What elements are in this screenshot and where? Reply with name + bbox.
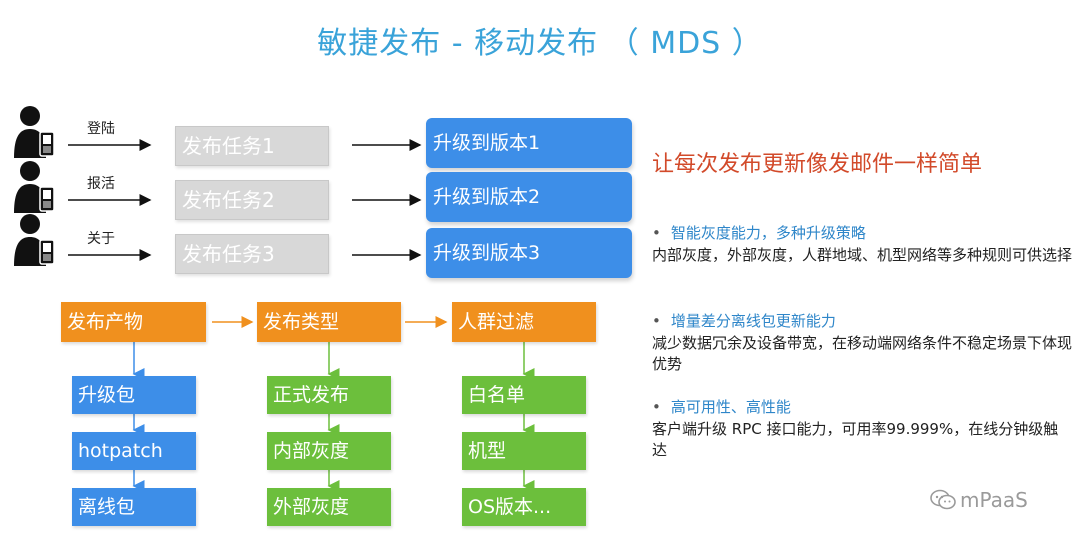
flow-header-type: 发布类型 (257, 302, 401, 342)
watermark: mPaaS (930, 488, 1028, 512)
action-label-heartbeat: 报活 (87, 176, 115, 192)
feature-desc: 客户端升级 RPC 接口能力，可用率99.999%，在线分钟级触达 (652, 420, 1059, 459)
flow-item-external-gray: 外部灰度 (267, 488, 391, 526)
upgrade-version-3: 升级到版本3 (426, 228, 632, 278)
flow-item-os-version: OS版本... (462, 488, 586, 526)
feature-desc: 减少数据冗余及设备带宽，在移动端网络条件不稳定场景下体现优势 (652, 334, 1073, 373)
wechat-icon (930, 489, 956, 510)
user-with-phone-icon (14, 106, 55, 158)
user-with-phone-icon (14, 161, 55, 213)
feature-title: 高可用性、高性能 (670, 398, 791, 416)
bullet: • (652, 398, 661, 416)
feature-title: 增量差分离线包更新能力 (670, 312, 836, 330)
action-label-login: 登陆 (87, 121, 115, 137)
release-task-2: 发布任务2 (175, 180, 329, 220)
feature-title: 智能灰度能力，多种升级策略 (670, 224, 866, 242)
flow-item-offline-package: 离线包 (72, 488, 196, 526)
flow-header-artifact: 发布产物 (61, 302, 206, 342)
upgrade-version-1: 升级到版本1 (426, 118, 632, 168)
watermark-text: mPaaS (960, 488, 1028, 512)
flow-item-hotpatch: hotpatch (72, 432, 196, 470)
flow-header-audience: 人群过滤 (452, 302, 596, 342)
flow-item-whitelist: 白名单 (462, 376, 586, 414)
bullet: • (652, 224, 661, 242)
flow-item-official-release: 正式发布 (267, 376, 391, 414)
feature-incremental-offline: • 增量差分离线包更新能力 减少数据冗余及设备带宽，在移动端网络条件不稳定场景下体… (652, 310, 1072, 375)
bullet: • (652, 312, 661, 330)
user-with-phone-icon (14, 214, 55, 266)
release-task-3: 发布任务3 (175, 234, 329, 274)
feature-high-availability: • 高可用性、高性能 客户端升级 RPC 接口能力，可用率99.999%，在线分钟… (652, 396, 1072, 461)
feature-desc: 内部灰度，外部灰度，人群地域、机型网络等多种规则可供选择 (652, 246, 1073, 264)
release-task-1: 发布任务1 (175, 126, 329, 166)
flow-item-internal-gray: 内部灰度 (267, 432, 391, 470)
flow-item-device-model: 机型 (462, 432, 586, 470)
page-title: 敏捷发布 - 移动发布 （ MDS ） (317, 26, 763, 61)
upgrade-version-2: 升级到版本2 (426, 172, 632, 222)
flow-item-upgrade-package: 升级包 (72, 376, 196, 414)
action-label-about: 关于 (87, 231, 115, 247)
slogan: 让每次发布更新像发邮件一样简单 (652, 152, 983, 177)
feature-gray-release: • 智能灰度能力，多种升级策略 内部灰度，外部灰度，人群地域、机型网络等多种规则可… (652, 222, 1072, 266)
